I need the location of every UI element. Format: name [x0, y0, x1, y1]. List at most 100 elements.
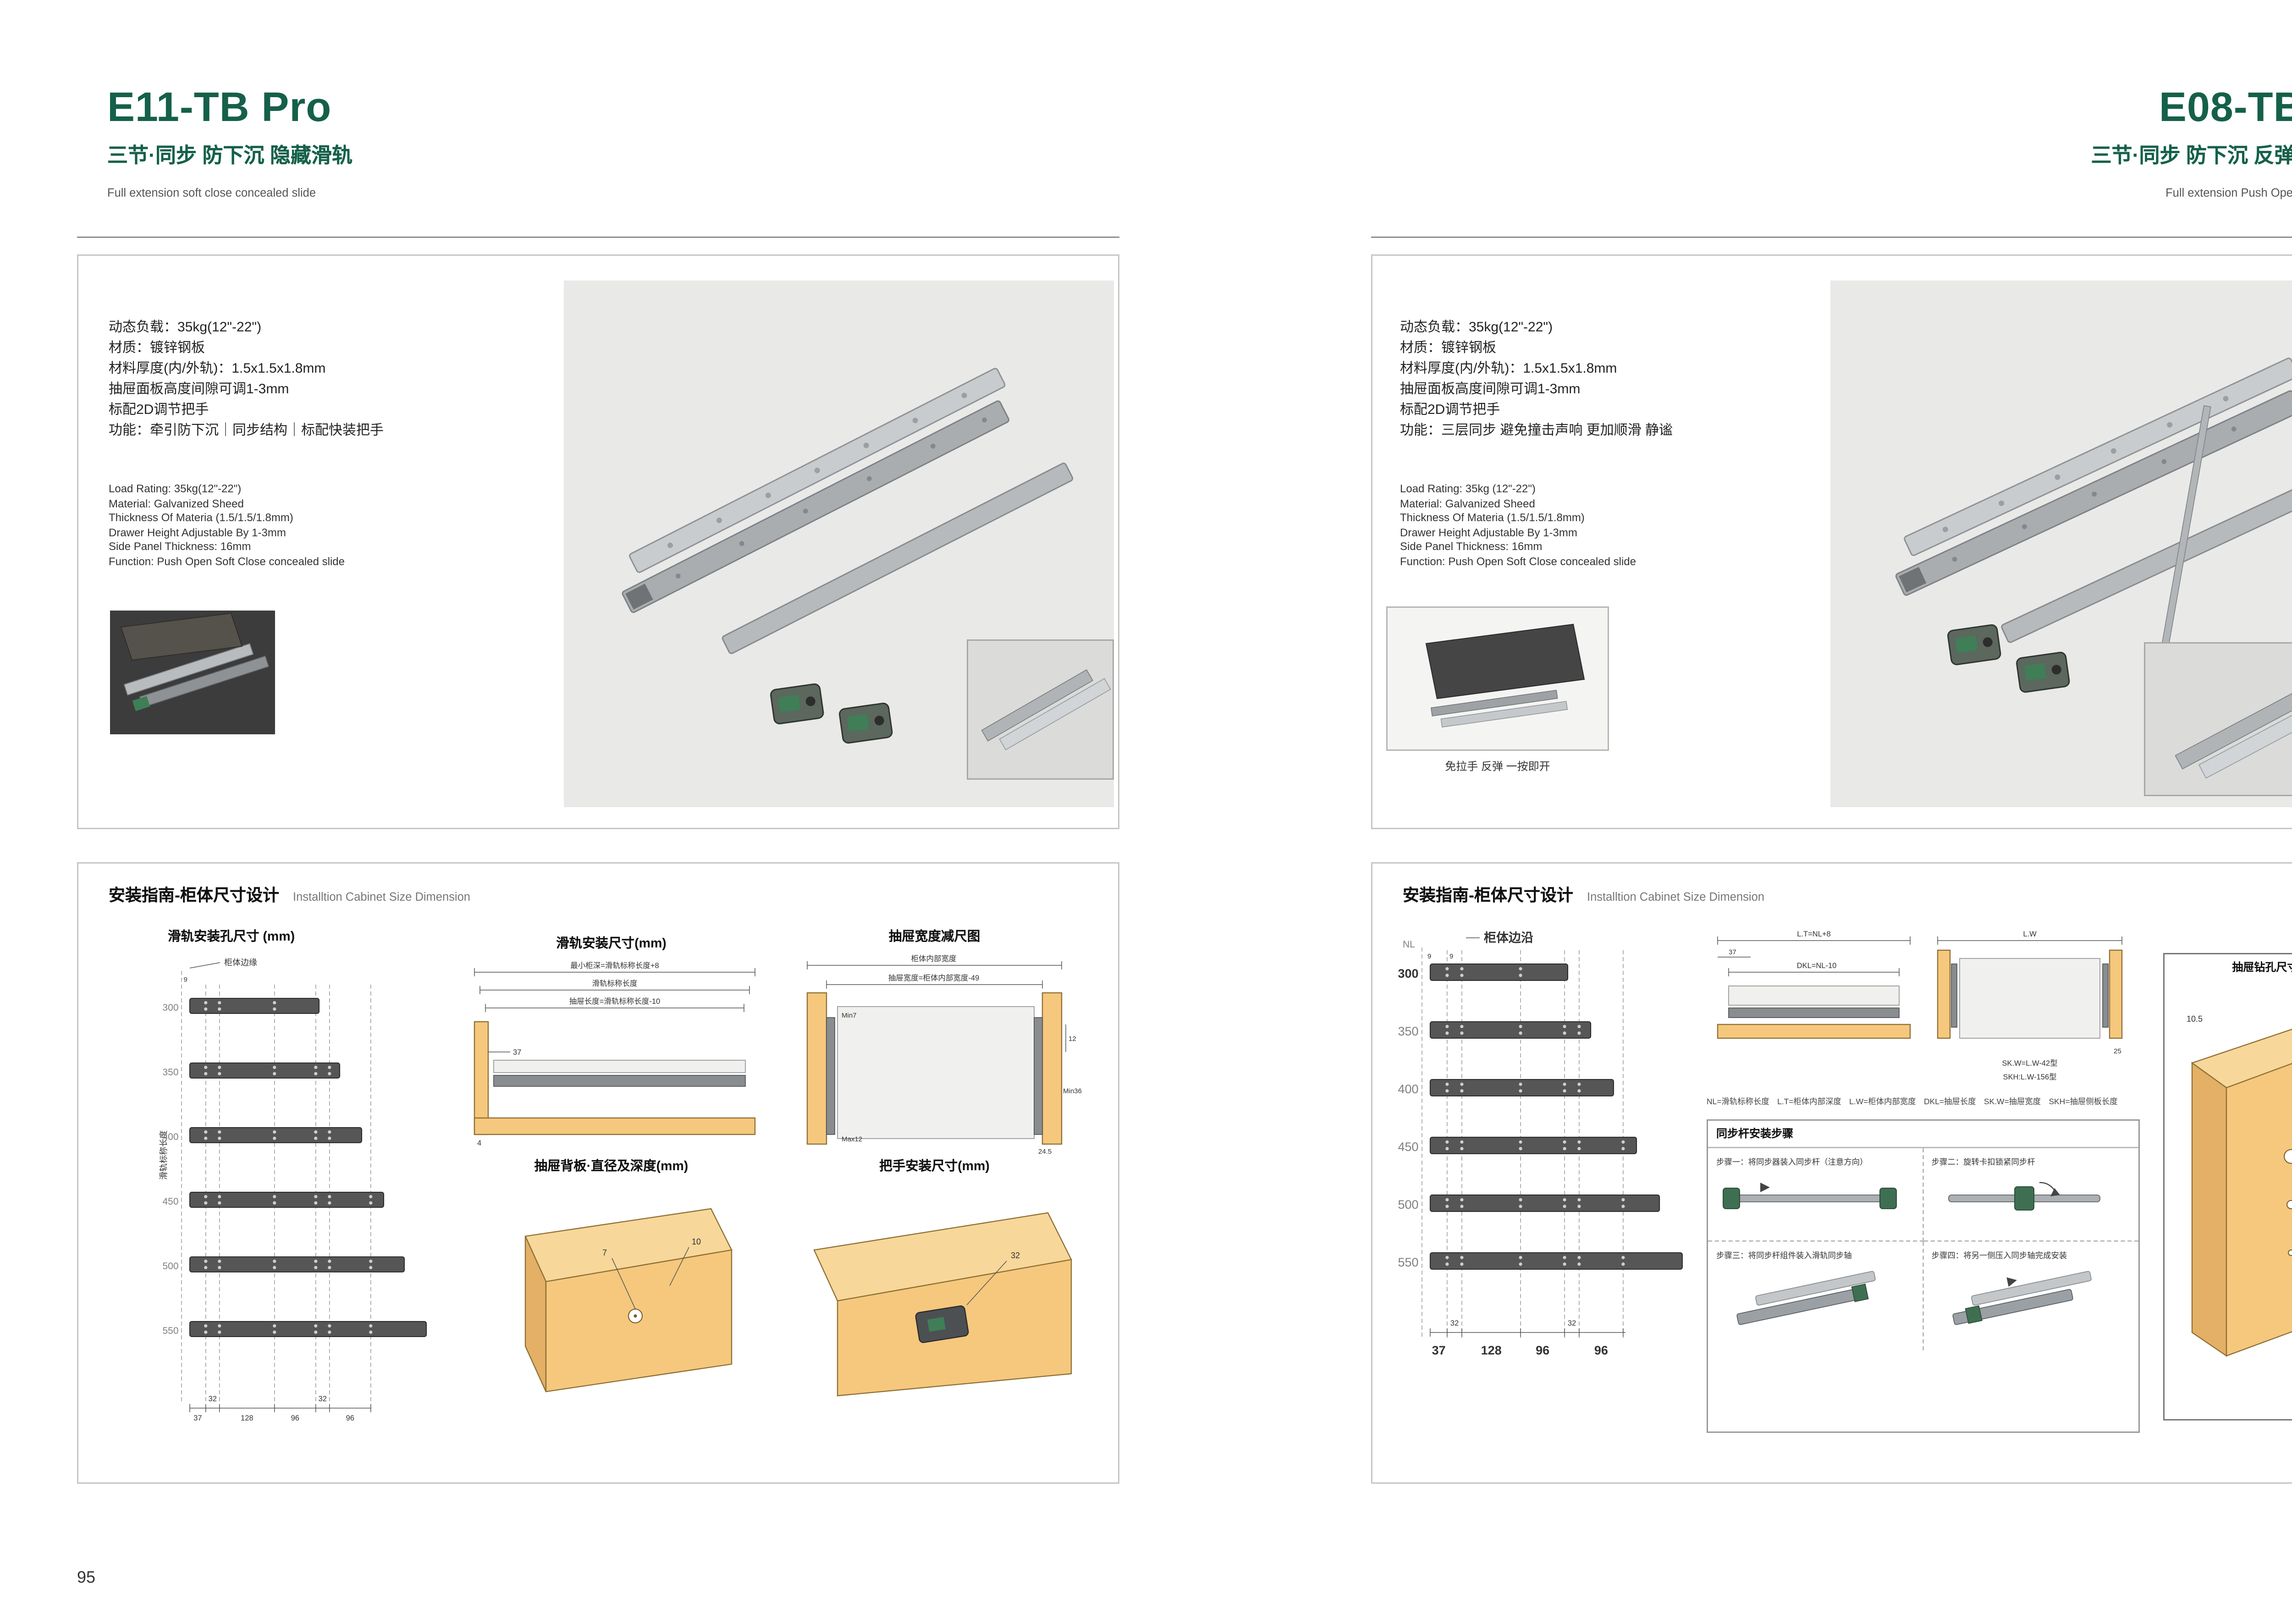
- svg-text:柜体边缘: 柜体边缘: [224, 958, 257, 967]
- spec-line: Material: Galvanized Sheed: [1400, 497, 1535, 510]
- page-subtitle-cn: 三节·同步 防下沉 反弹 隐藏滑轨: [2091, 144, 2292, 168]
- page-subtitle-en: Full extension soft close concealed slid…: [107, 186, 316, 199]
- svg-text:96: 96: [346, 1414, 354, 1422]
- svg-text:300: 300: [1398, 967, 1418, 980]
- spec-line: Function: Push Open Soft Close concealed…: [109, 555, 345, 567]
- svg-text:柜体边沿: 柜体边沿: [1484, 931, 1533, 945]
- drawing-title: 滑轨安装尺寸(mm): [556, 936, 667, 952]
- svg-text:SK.W=L.W-42型: SK.W=L.W-42型: [2002, 1059, 2057, 1068]
- cross-section-drawing: L.T=NL+8 37 DKL=NL-10 L.W: [1707, 925, 2133, 1095]
- sync-step-3: 步骤三：将同步杆组件装入滑轨同步轴: [1708, 1242, 1923, 1350]
- svg-text:500: 500: [1398, 1198, 1418, 1211]
- right-install-section: 安装指南-柜体尺寸设计 Installtion Cabinet Size Dime…: [1371, 862, 2292, 1484]
- svg-text:37: 37: [193, 1414, 202, 1422]
- step-caption: 步骤一：将同步器装入同步杆（注意方向）: [1716, 1159, 1868, 1167]
- svg-text:24.5: 24.5: [1038, 1148, 1052, 1155]
- cross-section-diagram: L.T=NL+8 37 DKL=NL-10 L.W: [1717, 930, 2123, 1081]
- install-heading-en: Installtion Cabinet Size Dimension: [293, 890, 470, 903]
- svg-text:96: 96: [291, 1414, 299, 1422]
- svg-text:37: 37: [513, 1048, 521, 1057]
- sync-steps-grid: 步骤一：将同步器装入同步杆（注意方向） 步骤二：旋转卡扣锁紧同步杆: [1708, 1148, 2138, 1350]
- svg-text:L.W: L.W: [2023, 930, 2037, 938]
- svg-text:96: 96: [1594, 1343, 1608, 1357]
- spec-line: 材质：镀锌钢板: [109, 341, 205, 356]
- svg-text:550: 550: [162, 1326, 178, 1336]
- page-title: E08-TB pro: [2159, 85, 2292, 131]
- svg-text:12: 12: [1069, 1035, 1076, 1043]
- spec-line: Load Rating: 35kg (12"-22"): [1400, 483, 1536, 495]
- svg-text:抽屉宽度=柜体内部宽度-49: 抽屉宽度=柜体内部宽度-49: [888, 974, 979, 982]
- dimension-notes: NL=滑轨标称长度 L.T=柜体内部深度 L.W=柜体内部宽度 DKL=抽屉长度…: [1707, 1099, 2118, 1107]
- install-heading-cn: 安装指南-柜体尺寸设计: [109, 886, 279, 905]
- install-dim-drawing: 滑轨安装尺寸(mm) 最小柜深=滑轨标称长度+8 滑轨标称长度 抽屉长度=滑轨标…: [450, 932, 773, 1155]
- spec-line: 抽屉面板高度间隙可调1-3mm: [1400, 382, 1581, 397]
- specs-en: Load Rating: 35kg(12"-22") Material: Gal…: [109, 483, 345, 569]
- back-panel-drawing: 抽屉背板·直径及深度(mm) 7 10: [450, 1155, 773, 1405]
- drill-panel-title: 抽屉钻孔尺寸 (mm): [2232, 961, 2292, 974]
- svg-text:10.5: 10.5: [2187, 1014, 2203, 1024]
- specs-cn: 动态负载：35kg(12"-22") 材质：镀锌钢板 材料厚度(内/外轨)：1.…: [109, 318, 384, 441]
- sync-rod-illustration: [1947, 1182, 2100, 1211]
- svg-text:128: 128: [1481, 1343, 1502, 1357]
- sync-rod-illustration: [1723, 1183, 1897, 1209]
- inset-photo: [967, 639, 1114, 780]
- spec-line: 标配2D调节把手: [109, 403, 209, 418]
- svg-text:400: 400: [1398, 1082, 1418, 1096]
- install-heading-en: Installtion Cabinet Size Dimension: [1587, 890, 1764, 903]
- rail-hole-drawing: NL 柜体边沿 9 9 300 350: [1389, 925, 1705, 1386]
- specs-en: Load Rating: 35kg (12"-22") Material: Ga…: [1400, 483, 1636, 569]
- install-dim-diagram: 最小柜深=滑轨标称长度+8 滑轨标称长度 抽屉长度=滑轨标称长度-10 37: [474, 961, 756, 1147]
- clamp-part: [1947, 624, 2001, 666]
- left-install-section: 安装指南-柜体尺寸设计 Installtion Cabinet Size Dime…: [77, 862, 1119, 1484]
- svg-text:25: 25: [2114, 1047, 2121, 1055]
- rail-hole-diagram: NL 柜体边沿 9 9 300 350: [1398, 931, 1683, 1357]
- svg-text:37: 37: [1432, 1343, 1446, 1357]
- spec-line: 功能：牵引防下沉｜同步结构｜标配快装把手: [109, 424, 384, 439]
- slide-render: [622, 368, 1074, 744]
- product-photo-large: [564, 281, 1114, 807]
- sync-step-4: 步骤四：将另一侧压入同步轴完成安装: [1923, 1242, 2139, 1350]
- right-header: E08-TB pro 三节·同步 防下沉 反弹 隐藏滑轨 Full extens…: [1371, 69, 2292, 238]
- sync-step-2: 步骤二：旋转卡扣锁紧同步杆: [1923, 1148, 2138, 1242]
- svg-text:32: 32: [1011, 1251, 1020, 1260]
- product-photo-large: [1830, 281, 2292, 807]
- install-heading: 安装指南-柜体尺寸设计 Installtion Cabinet Size Dime…: [109, 883, 470, 908]
- svg-text:Min7: Min7: [842, 1012, 857, 1019]
- width-reduce-drawing: 抽屉宽度减尺图 柜体内部宽度 抽屉宽度=柜体内部宽度-49 Min7 Max12: [766, 925, 1103, 1162]
- spec-line: Material: Galvanized Sheed: [109, 497, 244, 510]
- svg-text:350: 350: [162, 1067, 178, 1078]
- drill-diagram: 7 31 10.5: [2187, 1014, 2292, 1357]
- svg-text:37: 37: [1729, 948, 1736, 956]
- svg-text:抽屉长度=滑轨标称长度-10: 抽屉长度=滑轨标称长度-10: [569, 997, 660, 1006]
- slide-render: [1895, 358, 2292, 693]
- svg-text:450: 450: [1398, 1140, 1418, 1154]
- back-panel-diagram: 7 10: [524, 1208, 733, 1393]
- clamp-part: [770, 683, 824, 725]
- svg-text:450: 450: [162, 1196, 178, 1207]
- page-title: E11-TB Pro: [107, 85, 332, 131]
- install-heading-cn: 安装指南-柜体尺寸设计: [1403, 886, 1573, 905]
- page-right: E08-TB pro 三节·同步 防下沉 反弹 隐藏滑轨 Full extens…: [1371, 69, 2292, 1602]
- spec-line: Drawer Height Adjustable By 1-3mm: [109, 526, 286, 539]
- clamp-part: [2016, 652, 2070, 693]
- spec-line: 材料厚度(内/外轨)：1.5x1.5x1.8mm: [109, 362, 326, 377]
- slide-assembly-illustration: [1951, 1271, 2091, 1325]
- push-open-photo: [1386, 606, 1609, 751]
- svg-text:500: 500: [162, 1261, 178, 1272]
- left-header: E11-TB Pro 三节·同步 防下沉 隐藏滑轨 Full extension…: [77, 69, 1119, 238]
- svg-text:300: 300: [162, 1002, 178, 1013]
- spec-line: Side Panel Thickness: 16mm: [109, 540, 251, 553]
- page-number: 95: [77, 1568, 96, 1587]
- cabinet-underside-photo: [1425, 623, 1585, 728]
- svg-text:4: 4: [477, 1139, 481, 1147]
- svg-text:96: 96: [1536, 1343, 1549, 1357]
- step-caption: 步骤三：将同步杆组件装入滑轨同步轴: [1716, 1253, 1852, 1261]
- spec-line: 动态负载：35kg(12"-22"): [109, 320, 262, 336]
- svg-text:10: 10: [692, 1237, 701, 1246]
- svg-text:L.T=NL+8: L.T=NL+8: [1797, 930, 1830, 938]
- spec-line: Load Rating: 35kg(12"-22"): [109, 483, 242, 495]
- svg-text:滑轨标称长度: 滑轨标称长度: [159, 1130, 168, 1180]
- install-heading: 安装指南-柜体尺寸设计 Installtion Cabinet Size Dime…: [1403, 883, 1764, 908]
- spec-line: 标配2D调节把手: [1400, 403, 1500, 418]
- svg-text:7: 7: [602, 1248, 607, 1257]
